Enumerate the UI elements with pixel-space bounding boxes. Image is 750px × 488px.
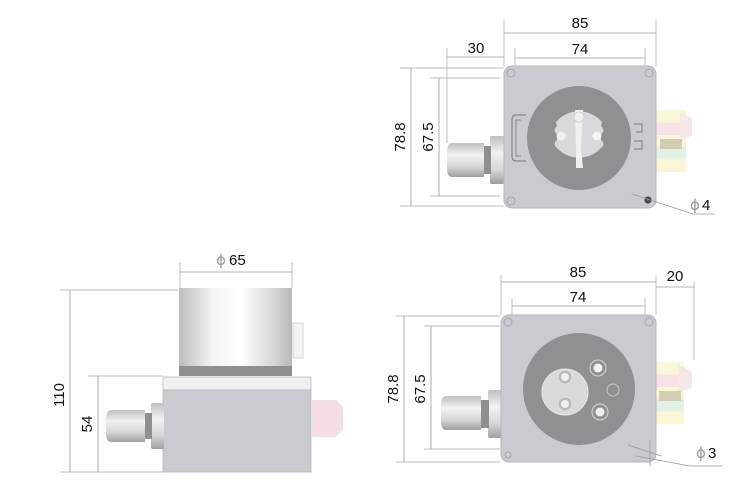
dim-110: 110 — [51, 383, 68, 407]
cable-gland-icon — [106, 403, 164, 449]
side-enclosure-box — [162, 389, 312, 473]
svg-text:ϕ: ϕ — [216, 251, 226, 269]
dim-78-8: 78.8 — [392, 122, 409, 151]
front-view-multipin: 85 74 20 78.8 67.5 ϕ 3 — [385, 264, 722, 467]
dim-74: 74 — [572, 41, 589, 58]
dim-67-5: 67.5 — [412, 374, 429, 403]
multipin-socket-icon — [541, 359, 620, 421]
cap-cylinder — [179, 288, 292, 366]
dim-dia-65: 65 — [229, 252, 246, 269]
dim-74: 74 — [570, 289, 587, 306]
dim-20: 20 — [667, 268, 684, 285]
schuko-socket-icon — [554, 110, 604, 168]
dim-30: 30 — [468, 40, 485, 57]
dim-85: 85 — [572, 15, 589, 32]
plug-colored-icon — [656, 362, 692, 424]
dim-54: 54 — [79, 416, 96, 433]
side-view: ϕ 65 110 54 — [51, 251, 343, 473]
dim-dia-4: 4 — [702, 197, 710, 214]
svg-text:ϕ: ϕ — [696, 444, 706, 462]
plug-pink-icon — [312, 400, 343, 437]
cable-gland-icon — [441, 390, 502, 438]
dim-dia-3: 3 — [708, 445, 716, 462]
dim-85: 85 — [570, 264, 587, 281]
dim-78-8: 78.8 — [385, 374, 402, 403]
front-view-schuko: 85 74 30 78.8 67.5 ϕ 4 — [392, 15, 715, 215]
cable-gland-icon — [447, 136, 504, 184]
svg-text:ϕ: ϕ — [690, 196, 700, 214]
dim-67-5: 67.5 — [420, 122, 437, 151]
plug-colored-icon — [656, 110, 692, 172]
